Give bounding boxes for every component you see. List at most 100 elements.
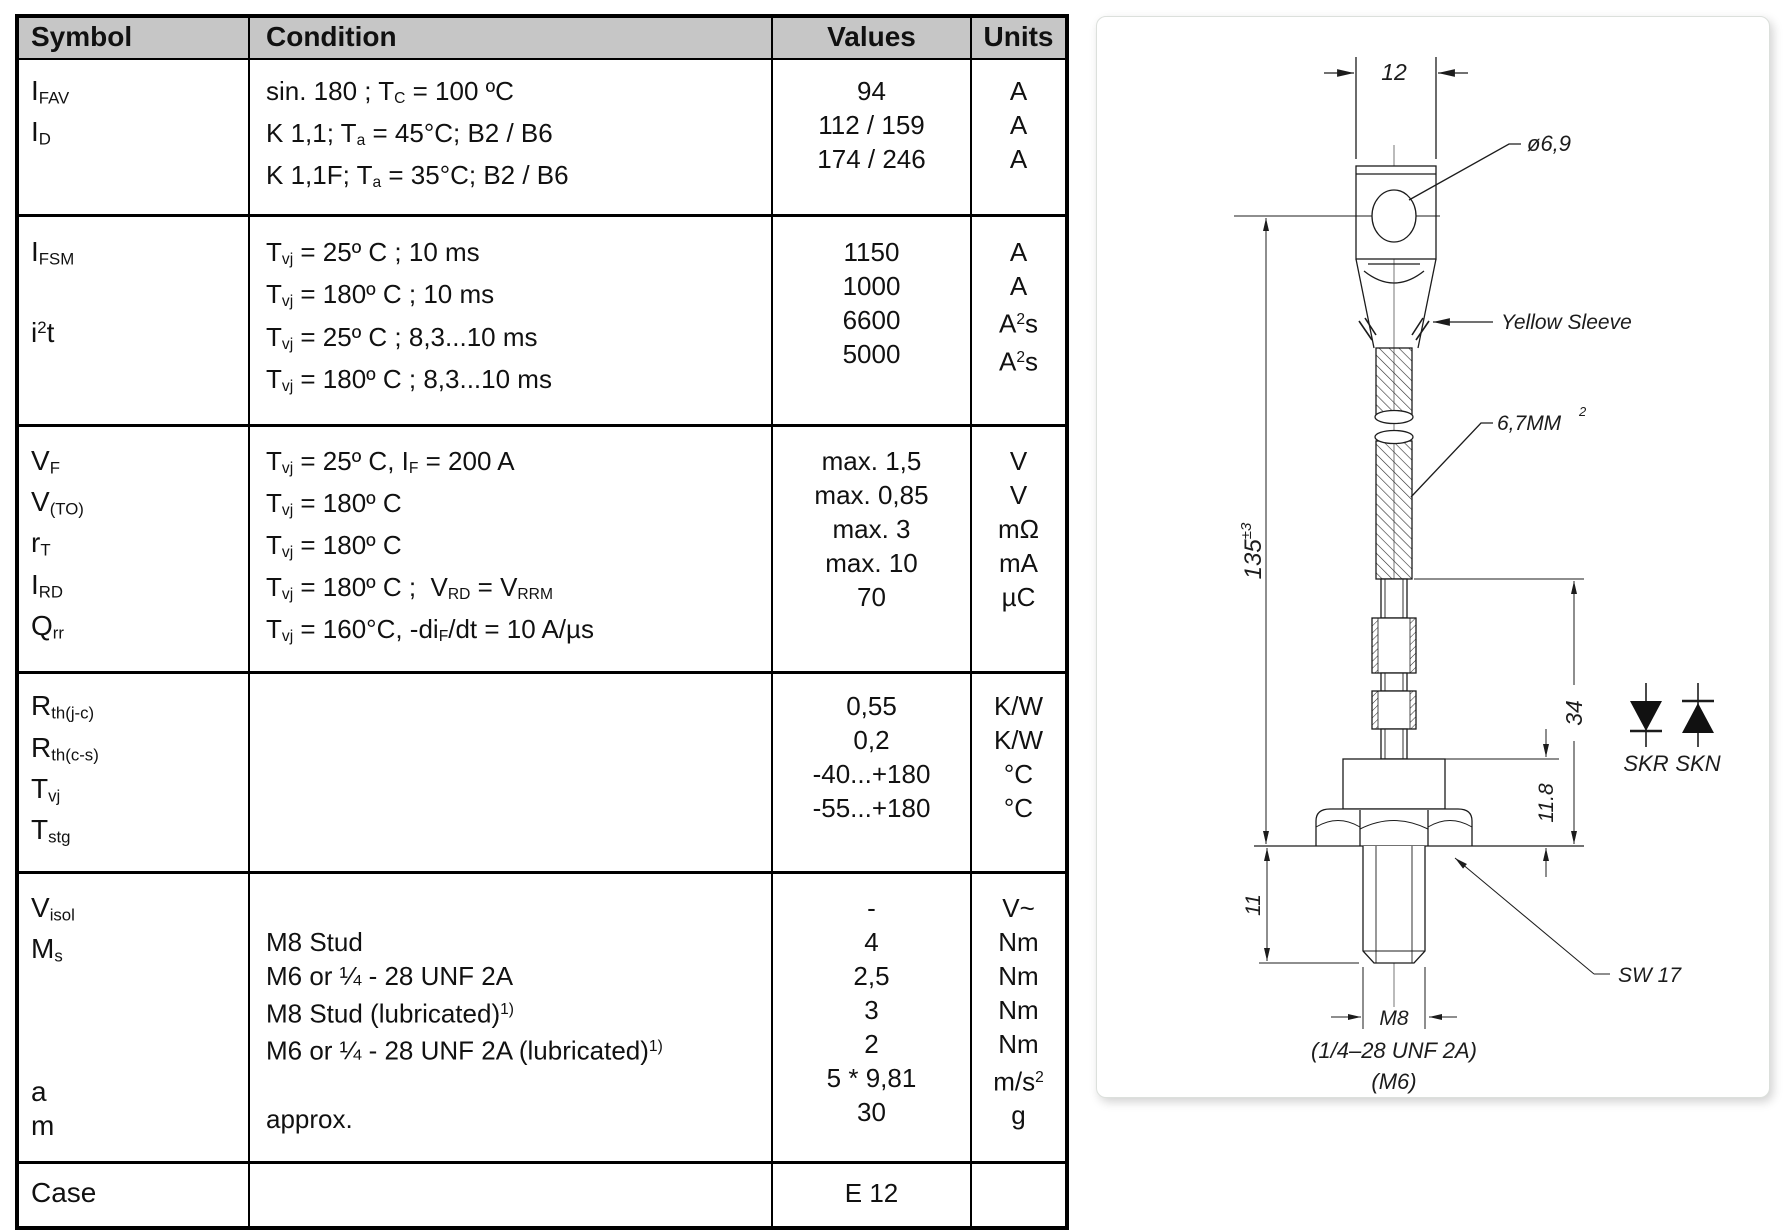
table-line: 6600 (842, 305, 901, 336)
table-line: max. 1,5 (821, 445, 922, 476)
lug-hole (1371, 189, 1417, 243)
table-line (31, 277, 248, 311)
table-line: -55...+180 (812, 793, 931, 824)
table-line: m (31, 1110, 55, 1142)
table-line: M6 or ¼ - 28 UNF 2A (lubricated)1) (266, 1035, 663, 1066)
table-line: mΩ (997, 513, 1040, 544)
table-line: °C (1003, 793, 1034, 824)
dim-thread (1331, 967, 1457, 1029)
table-line: V (1009, 445, 1028, 476)
wrench-leader (1454, 857, 1610, 975)
table-line: A2s (998, 346, 1039, 377)
table-line: Ms (31, 933, 63, 966)
hole-dia-label: ø6,9 (1527, 131, 1571, 156)
table-line (266, 891, 771, 925)
table-line: A (1009, 110, 1028, 140)
wire-area-label: 6,7MM (1497, 412, 1562, 435)
symbol-cell: IFSM i2t (19, 217, 248, 423)
table-line: 5 * 9,81 (826, 1062, 917, 1093)
table-line: 1150 (843, 237, 900, 268)
table-line: Case (31, 1177, 97, 1209)
col-header-condition: Condition (248, 18, 771, 58)
table-line: M8 Stud (lubricated)1) (266, 998, 514, 1029)
wrench-label: SW 17 (1618, 964, 1682, 987)
table-line: K 1,1F; Ta = 35°C; B2 / B6 (266, 160, 569, 192)
dim-hex-height (1445, 729, 1559, 877)
table-line: 5000 (842, 339, 901, 370)
table-line: Visol (31, 891, 75, 925)
table-line (31, 1007, 248, 1041)
table-line (31, 350, 248, 384)
table-line: max. 10 (825, 547, 918, 578)
table-line: 2 (864, 1028, 879, 1059)
table-line: 2,5 (853, 960, 890, 991)
table-line: Tvj (31, 773, 61, 806)
dimension-drawing-panel: 12 ø6,9 Yellow Sleeve 6,7MM 2 135±3 34 1… (1096, 16, 1770, 1098)
col-header-units: Units (970, 18, 1065, 58)
yellow-sleeve-label: Yellow Sleeve (1501, 311, 1632, 334)
table-line: 0,2 (853, 725, 890, 756)
table-line (266, 723, 771, 757)
table-line: VF (31, 444, 60, 478)
condition-cell (248, 1164, 771, 1227)
table-line (266, 689, 771, 723)
dim-top-width (1324, 57, 1468, 159)
table-line: Rth(c-s) (31, 731, 99, 765)
table-line (266, 1068, 771, 1102)
table-line: m/s2 (993, 1066, 1044, 1097)
table-line: V (1009, 479, 1028, 510)
dim-stack-length (1414, 578, 1584, 844)
table-line: max. 3 (832, 513, 911, 544)
ring-lug (1234, 165, 1440, 349)
dim-overall-label: 135±3 (1238, 522, 1267, 579)
table-line: approx. (266, 1103, 353, 1134)
table-line: i2t (31, 316, 55, 348)
drawing-linework (1234, 57, 1714, 1029)
values-cell: E 12 (771, 1164, 970, 1227)
table-line: 70 (857, 581, 886, 612)
thread-alt2-label: (M6) (1371, 1069, 1416, 1094)
table-line: a (31, 1076, 47, 1108)
diode-symbol-skr (1630, 683, 1662, 747)
table-line: 3 (864, 994, 879, 1025)
table-line: Rth(j-c) (31, 690, 95, 723)
table-line: IRD (31, 568, 64, 602)
skn-label: SKN (1675, 751, 1720, 776)
symbol-cell: Case (19, 1164, 248, 1226)
sleeve-flare (1358, 317, 1430, 341)
table-line: IFSM (31, 236, 75, 269)
units-cell (970, 1164, 1065, 1227)
table-line: g (1011, 1100, 1026, 1131)
dim-hex-height-label: 11.8 (1535, 783, 1558, 823)
table-line: K/W (993, 691, 1044, 722)
table-line: Tvj = 25º C, IF = 200 A (266, 445, 515, 477)
dim-stud-length (1259, 848, 1359, 964)
table-line: M8 Stud (266, 926, 363, 957)
table-line: A (1009, 237, 1028, 268)
table-line (31, 1041, 248, 1075)
table-line: Qrr (31, 610, 64, 643)
table-line: A (1009, 271, 1028, 302)
crimp-stack (1371, 578, 1417, 760)
table-line: mA (999, 547, 1038, 578)
table-line: 174 / 246 (817, 144, 926, 174)
table-line: E 12 (844, 1178, 899, 1209)
table-line: V~ (1002, 892, 1035, 923)
table-line: Tvj = 160°C, -diF/dt = 10 A/µs (266, 614, 595, 646)
table-line: -40...+180 (812, 759, 931, 790)
